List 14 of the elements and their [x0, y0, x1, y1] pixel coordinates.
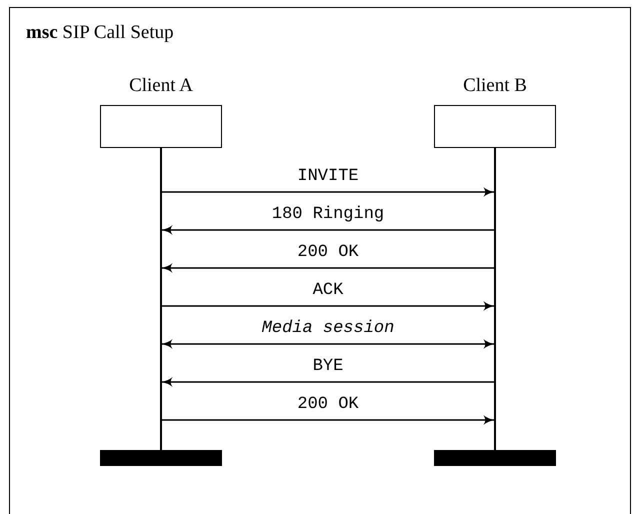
instance-end-bar	[434, 450, 556, 466]
diagram-title: msc SIP Call Setup	[26, 22, 174, 44]
instance-end-bar	[100, 450, 222, 466]
message-label: ACK	[312, 281, 344, 301]
instance-name: Client A	[128, 75, 194, 97]
message-label: 200 OK	[297, 243, 359, 263]
instance-name: Client B	[462, 75, 528, 97]
message-label: Media session	[262, 319, 394, 339]
message-label: BYE	[312, 357, 344, 377]
message-label: 180 Ringing	[272, 205, 384, 225]
lifeline	[494, 148, 496, 450]
message-label: 200 OK	[297, 395, 359, 415]
lifeline	[160, 148, 162, 450]
message-label: INVITE	[297, 167, 359, 187]
